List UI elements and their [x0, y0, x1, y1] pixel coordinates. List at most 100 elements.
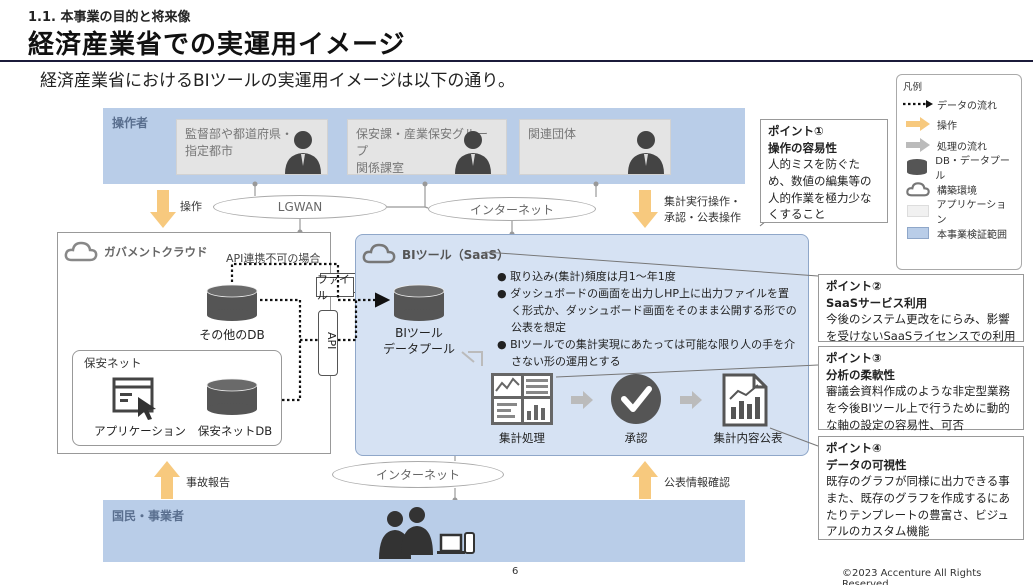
actor-prefecture-label: 監督部や都道府県・ 指定都市: [185, 127, 294, 158]
person-icon: [285, 131, 321, 174]
bi-note-item: ● BIツールでの集計実現にあたっては可能な限り人の手を介さない形の運用とする: [497, 338, 796, 369]
scope-swatch: [907, 227, 929, 239]
cloud-icon: [906, 182, 930, 197]
point-4-subtitle: データの可視性: [826, 457, 907, 472]
lead-text: 経済産業省におけるBIツールの実運用イメージは以下の通り。: [40, 71, 515, 91]
point-card-4: ポイント④ データの可視性 既存のグラフが同様に出力できる事また、既存のグラフを…: [818, 436, 1024, 540]
legend-label: アプリケーション: [936, 200, 1007, 226]
step-approve-label: 承認: [624, 431, 648, 445]
gov-cloud-label: ガバメントクラウド: [104, 245, 208, 259]
bi-note-item: ● ダッシュボードの画面を出力しHP上に出力ファイルを置く形式か、ダッシュボード…: [497, 287, 797, 335]
title-rule: [0, 60, 1033, 62]
point-4-title: ポイント④: [826, 441, 882, 455]
api-box: [318, 310, 338, 376]
legend-item: データの流れ: [903, 94, 1015, 114]
file-label: ファイル: [317, 273, 350, 302]
process-arrow-icon: [571, 391, 593, 409]
internet-network-bottom: インターネット: [332, 461, 504, 488]
legend-title: 凡例: [903, 82, 923, 93]
point-3-title: ポイント③: [826, 351, 882, 365]
actor-safety-division-label: 保安課・産業保安グループ 関係課室: [356, 127, 489, 175]
page-number: 6: [512, 566, 519, 577]
database-icon: [206, 378, 258, 415]
point-card-2: ポイント② SaaSサービス利用 今後のシステム更改をにらみ、影響を受けないSa…: [818, 274, 1024, 344]
legend: 凡例 データの流れ 操作 処理の流れ DB・データプール 構築環境 アプリケーシ…: [896, 74, 1022, 270]
api-note: API連携不可の場合: [226, 252, 321, 265]
person-icon: [455, 131, 491, 174]
legend-item: 処理の流れ: [903, 134, 1015, 156]
process-arrow-icon: [906, 138, 930, 152]
bi-notes: ● 取り込み(集計)頻度は月1～年1度 ● ダッシュボードの画面を出力しHP上に…: [497, 268, 797, 370]
database-icon: [907, 159, 928, 175]
bi-tool-area: [355, 234, 809, 456]
people-devices-icon: [379, 507, 475, 559]
bi-tool-label: BIツール（SaaS）: [402, 248, 510, 262]
cloud-icon: [64, 241, 98, 262]
actor-related-org-label: 関連団体: [528, 127, 577, 141]
public-info-label: 公表情報確認: [664, 476, 730, 489]
legend-label: 処理の流れ: [937, 141, 987, 153]
operation-arrow-icon: [150, 190, 176, 228]
legend-item: 本事業検証範囲: [903, 222, 1015, 244]
point-2-body: 今後のシステム更改をにらみ、影響を受けないSaaSライセンスでの利用: [826, 312, 1016, 344]
accident-report-label: 事故報告: [186, 476, 230, 489]
operators-label: 操作者: [112, 116, 149, 130]
step-publish-label: 集計内容公表: [713, 431, 783, 445]
lgwan-label: LGWAN: [277, 200, 323, 214]
lgwan-network: LGWAN: [213, 195, 387, 219]
dotted-arrow-icon: [903, 100, 933, 108]
database-icon: [206, 284, 258, 321]
point-4-body: 既存のグラフが同様に出力できる事また、既存のグラフを作成するにあたりテンプレート…: [826, 474, 1010, 539]
operation-label: 操作: [180, 200, 202, 213]
section-number: 1.1. 本事業の目的と将来像: [28, 10, 191, 25]
application-icon: [112, 377, 156, 420]
operation-arrow-icon: [906, 117, 930, 131]
operation-arrow-icon: [632, 461, 658, 499]
point-3-body: 審議会資料作成のような非定型業務を今後BIツール上で行うために動的な軸の設定の容…: [826, 384, 1010, 432]
bi-datapool-label: BIツール データプール: [382, 326, 455, 357]
hoan-net-label: 保安ネット: [84, 356, 142, 370]
point-1-body: 人的ミスを防ぐため、数値の編集等の人的作業を極力少なくすること: [768, 157, 872, 222]
point-1-subtitle: 操作の容易性: [768, 140, 837, 155]
legend-item: 操作: [903, 114, 1015, 134]
page-title: 経済産業省での実運用イメージ: [28, 30, 406, 60]
internet-label-top: インターネット: [469, 202, 554, 217]
api-label: API: [325, 332, 338, 350]
bi-note-item: ● 取り込み(集計)頻度は月1～年1度: [497, 270, 676, 283]
point-2-title: ポイント②: [826, 279, 882, 293]
step-aggregate-label: 集計処理: [499, 431, 545, 445]
point-2-subtitle: SaaSサービス利用: [826, 295, 928, 310]
point-3-subtitle: 分析の柔軟性: [826, 367, 895, 382]
database-icon: [393, 284, 445, 321]
legend-label: DB・データプール: [935, 156, 1010, 182]
point-card-3: ポイント③ 分析の柔軟性 審議会資料作成のような非定型業務を今後BIツール上で行…: [818, 346, 1024, 432]
point-card-1: ポイント① 操作の容易性 人的ミスを防ぐため、数値の編集等の人的作業を極力少なく…: [760, 119, 888, 223]
exec-operation-label: 集計実行操作・ 承認・公表操作: [664, 195, 741, 224]
file-box: ファイル: [316, 273, 354, 302]
legend-label: 本事業検証範囲: [937, 229, 1007, 241]
other-db-label: その他のDB: [199, 328, 265, 342]
citizens-label: 国民・事業者: [112, 509, 185, 523]
internet-label-bottom: インターネット: [375, 468, 460, 482]
legend-item: DB・データプール: [903, 156, 1015, 182]
approve-check-icon: [611, 374, 661, 424]
application-label: アプリケーション: [94, 424, 186, 438]
legend-item: アプリケーション: [903, 200, 1015, 226]
legend-label: 操作: [937, 120, 957, 132]
legend-label: データの流れ: [937, 100, 997, 112]
application-swatch: [906, 205, 929, 217]
dashboard-icon: [491, 373, 553, 425]
cloud-icon: [362, 243, 396, 264]
hoan-net-db-label: 保安ネットDB: [197, 424, 273, 438]
process-arrow-icon: [680, 391, 702, 409]
report-icon: [722, 373, 768, 427]
point-1-title: ポイント①: [768, 124, 824, 138]
copyright: ©2023 Accenture All Rights Reserved.: [842, 568, 982, 585]
operation-arrow-icon: [154, 461, 180, 499]
internet-network-top: インターネット: [428, 197, 596, 221]
person-icon: [628, 131, 664, 174]
operation-arrow-icon: [632, 190, 658, 228]
legend-item: 構築環境: [903, 178, 1015, 200]
legend-label: 構築環境: [937, 185, 977, 197]
